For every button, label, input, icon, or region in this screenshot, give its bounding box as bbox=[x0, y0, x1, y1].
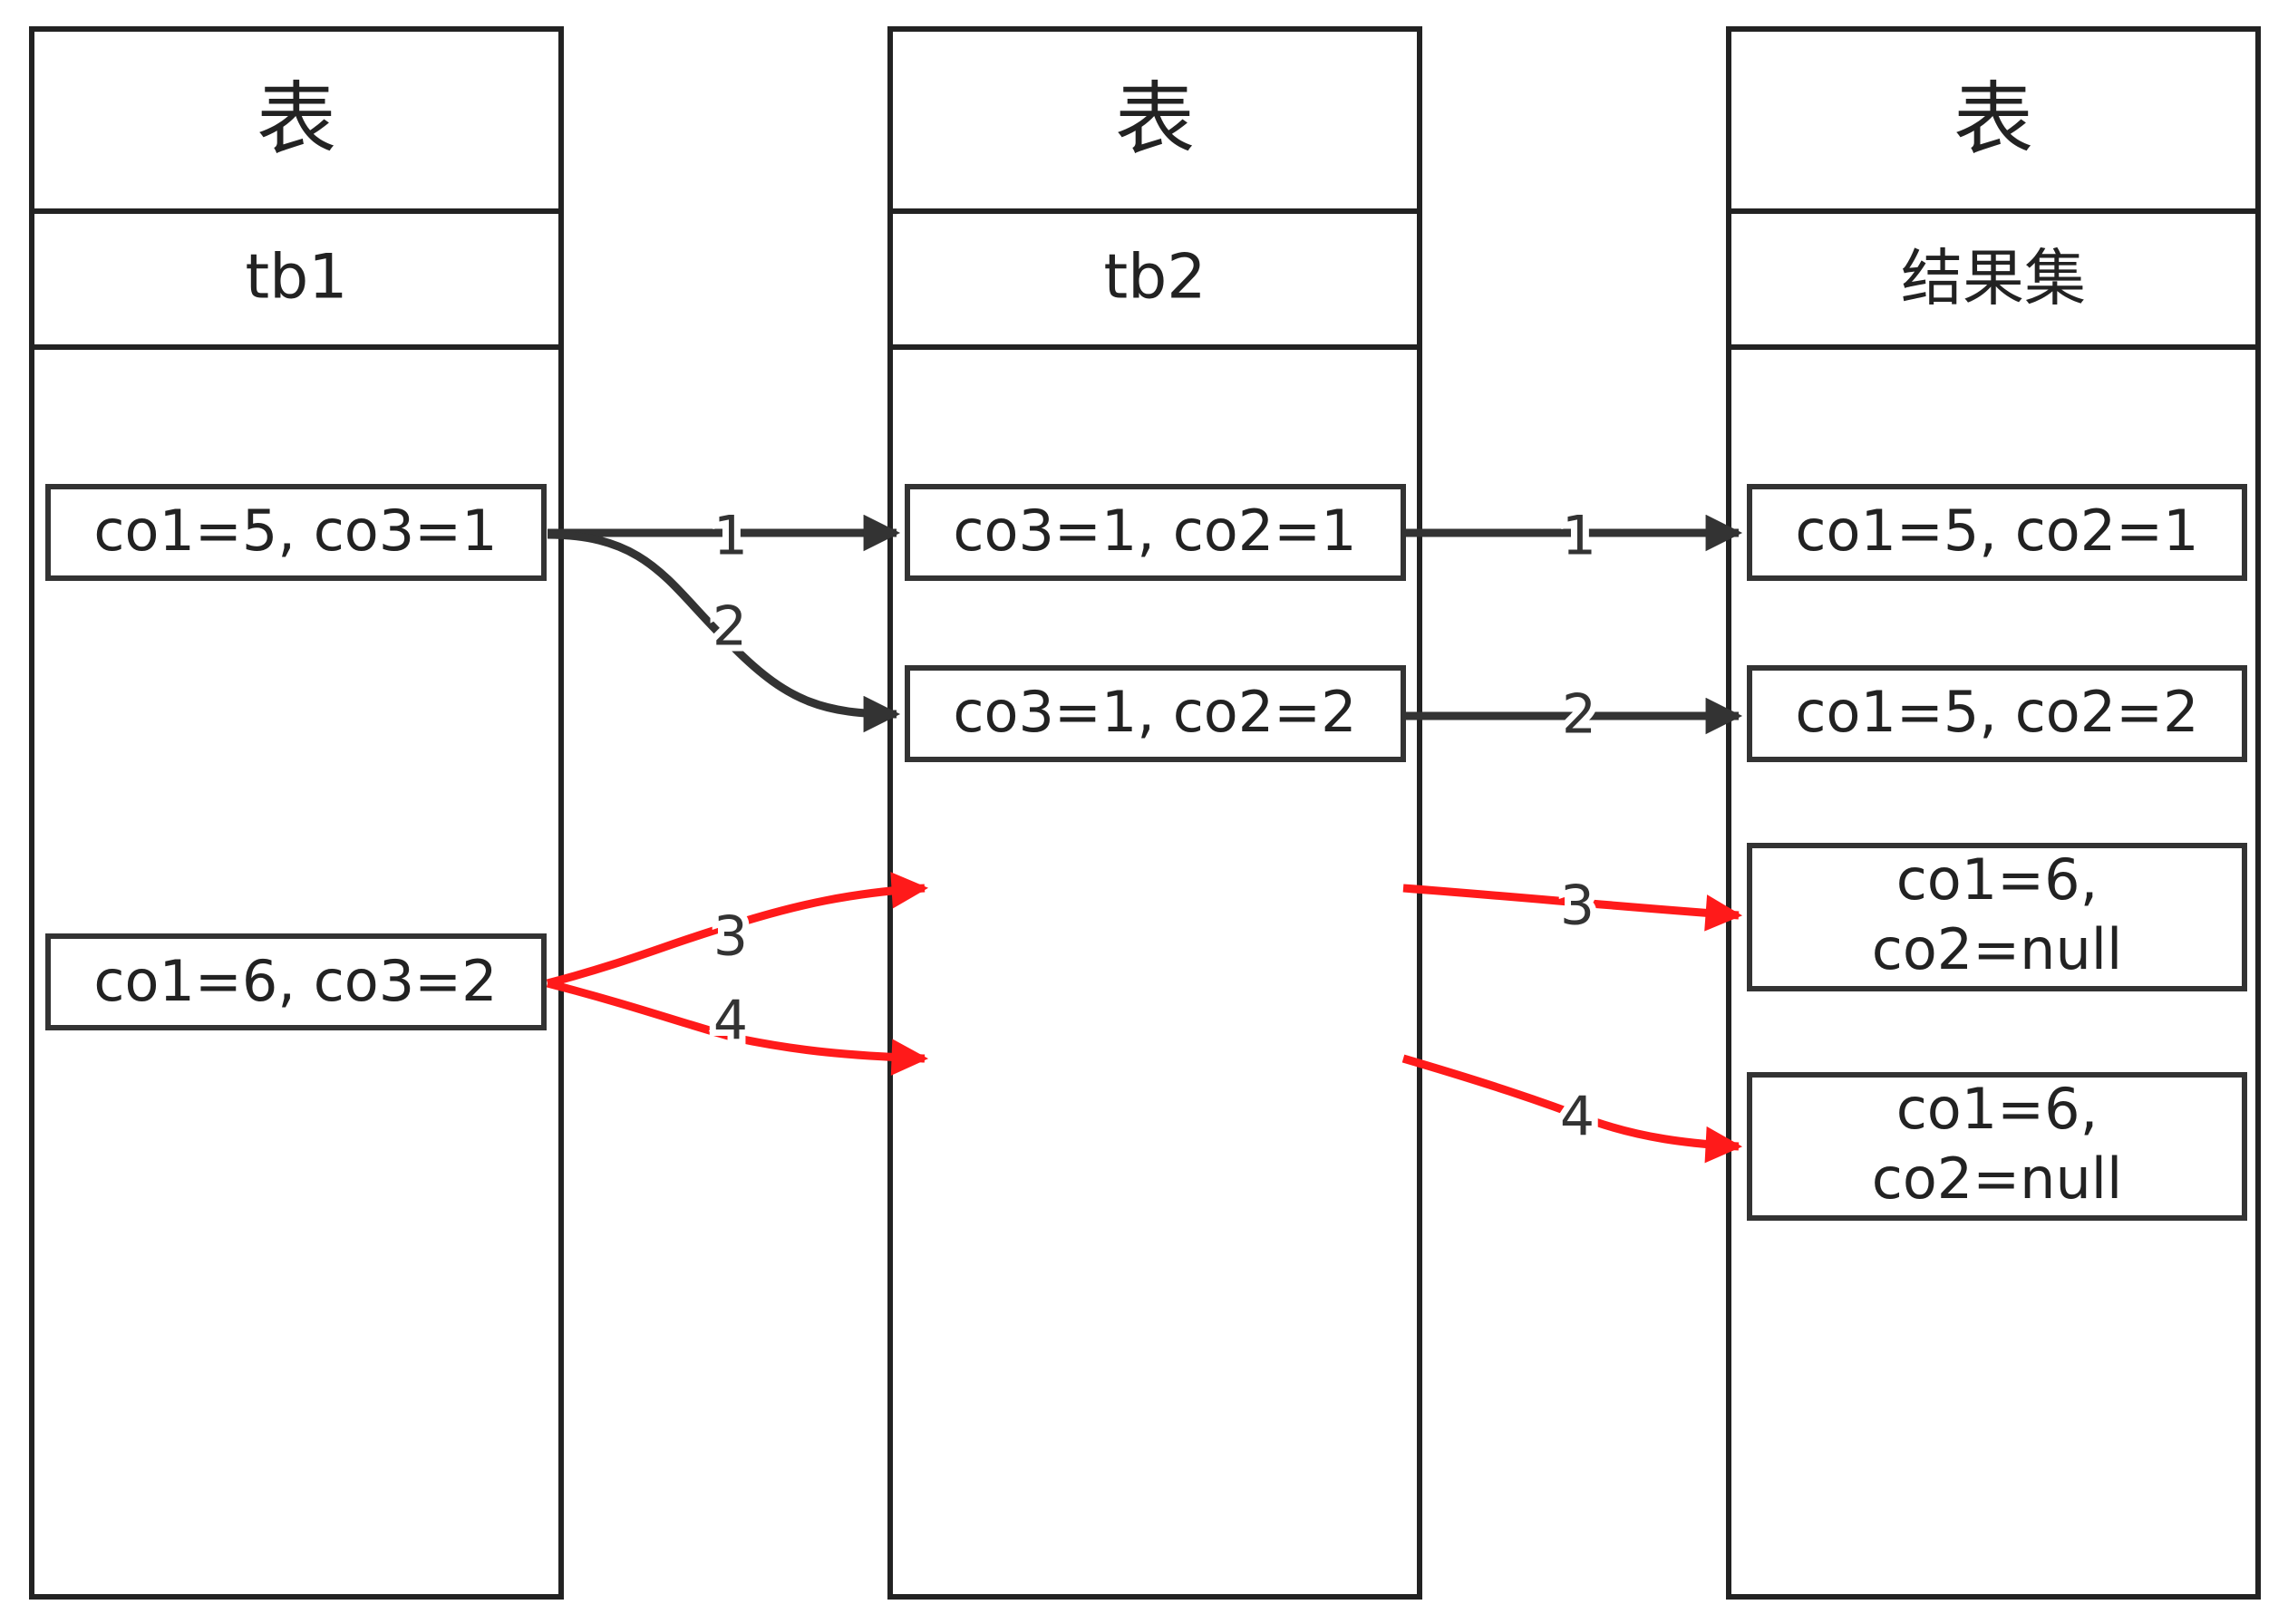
row-text: co1=5, co2=1 bbox=[1795, 498, 2198, 564]
table-name: tb2 bbox=[1103, 242, 1206, 314]
table-tb1: 表 tb1 co1=5, co3=1 co1=6, co3=2 bbox=[29, 26, 564, 1600]
row-text: co1=5, co3=1 bbox=[93, 498, 497, 564]
row-text: co3=1, co2=2 bbox=[953, 679, 1356, 745]
table-tb2: 表 tb2 co3=1, co2=1 co3=1, co2=2 bbox=[887, 26, 1422, 1600]
arrow-label: 1 bbox=[713, 505, 748, 568]
row-box: co1=5, co3=1 bbox=[45, 484, 547, 581]
row-box: co3=1, co2=2 bbox=[905, 665, 1406, 762]
table-frame bbox=[1726, 26, 2261, 1600]
row-text-line1: co1=6, bbox=[1896, 1076, 2099, 1142]
row-box: co3=1, co2=1 bbox=[905, 484, 1406, 581]
arrow-label: 4 bbox=[1560, 1086, 1595, 1149]
table-title: 表 bbox=[257, 72, 336, 166]
row-text-line2: co2=null bbox=[1872, 916, 2122, 982]
table-name: tb1 bbox=[245, 242, 347, 314]
row-box: co1=6, co2=null bbox=[1747, 1072, 2247, 1221]
arrow-label: 2 bbox=[713, 595, 747, 659]
arrow-tb1-tb2-3: 3 bbox=[546, 872, 929, 988]
table-frame bbox=[887, 26, 1422, 1600]
arrow-tb1-tb2-2: 2 bbox=[547, 530, 901, 733]
arrow-tb2-result-3: 3 bbox=[1402, 868, 1743, 944]
arrow-tb2-result-4: 4 bbox=[1401, 1054, 1743, 1164]
row-box: co1=5, co2=2 bbox=[1747, 665, 2247, 762]
arrow-tb1-tb2-4: 4 bbox=[546, 979, 929, 1076]
row-box: co1=5, co2=1 bbox=[1747, 484, 2247, 581]
table-title: 表 bbox=[1115, 72, 1195, 166]
arrow-label: 2 bbox=[1562, 683, 1596, 747]
table-frame bbox=[29, 26, 564, 1600]
table-title: 表 bbox=[1954, 72, 2033, 166]
row-box: co1=6, co2=null bbox=[1747, 843, 2247, 991]
row-text: co1=5, co2=2 bbox=[1795, 679, 2198, 745]
arrow-label: 1 bbox=[1562, 505, 1596, 568]
row-text-line2: co2=null bbox=[1872, 1146, 2122, 1212]
arrow-label: 3 bbox=[1560, 875, 1595, 938]
table-result-set: 表 结果集 co1=5, co2=1 co1=5, co2=2 co1=6, c… bbox=[1726, 26, 2261, 1600]
table-name: 结果集 bbox=[1901, 244, 2086, 315]
row-text: co1=6, co3=2 bbox=[93, 948, 497, 1014]
row-text-line1: co1=6, bbox=[1896, 846, 2099, 913]
arrow-label: 3 bbox=[713, 905, 748, 969]
arrow-tb2-result-2: 2 bbox=[1405, 677, 1743, 753]
row-text: co3=1, co2=1 bbox=[953, 498, 1356, 564]
arrow-label: 4 bbox=[713, 990, 748, 1053]
arrow-tb1-tb2-1: 1 bbox=[548, 498, 901, 575]
row-box: co1=6, co3=2 bbox=[45, 933, 547, 1030]
arrow-tb2-result-1: 1 bbox=[1405, 498, 1743, 575]
